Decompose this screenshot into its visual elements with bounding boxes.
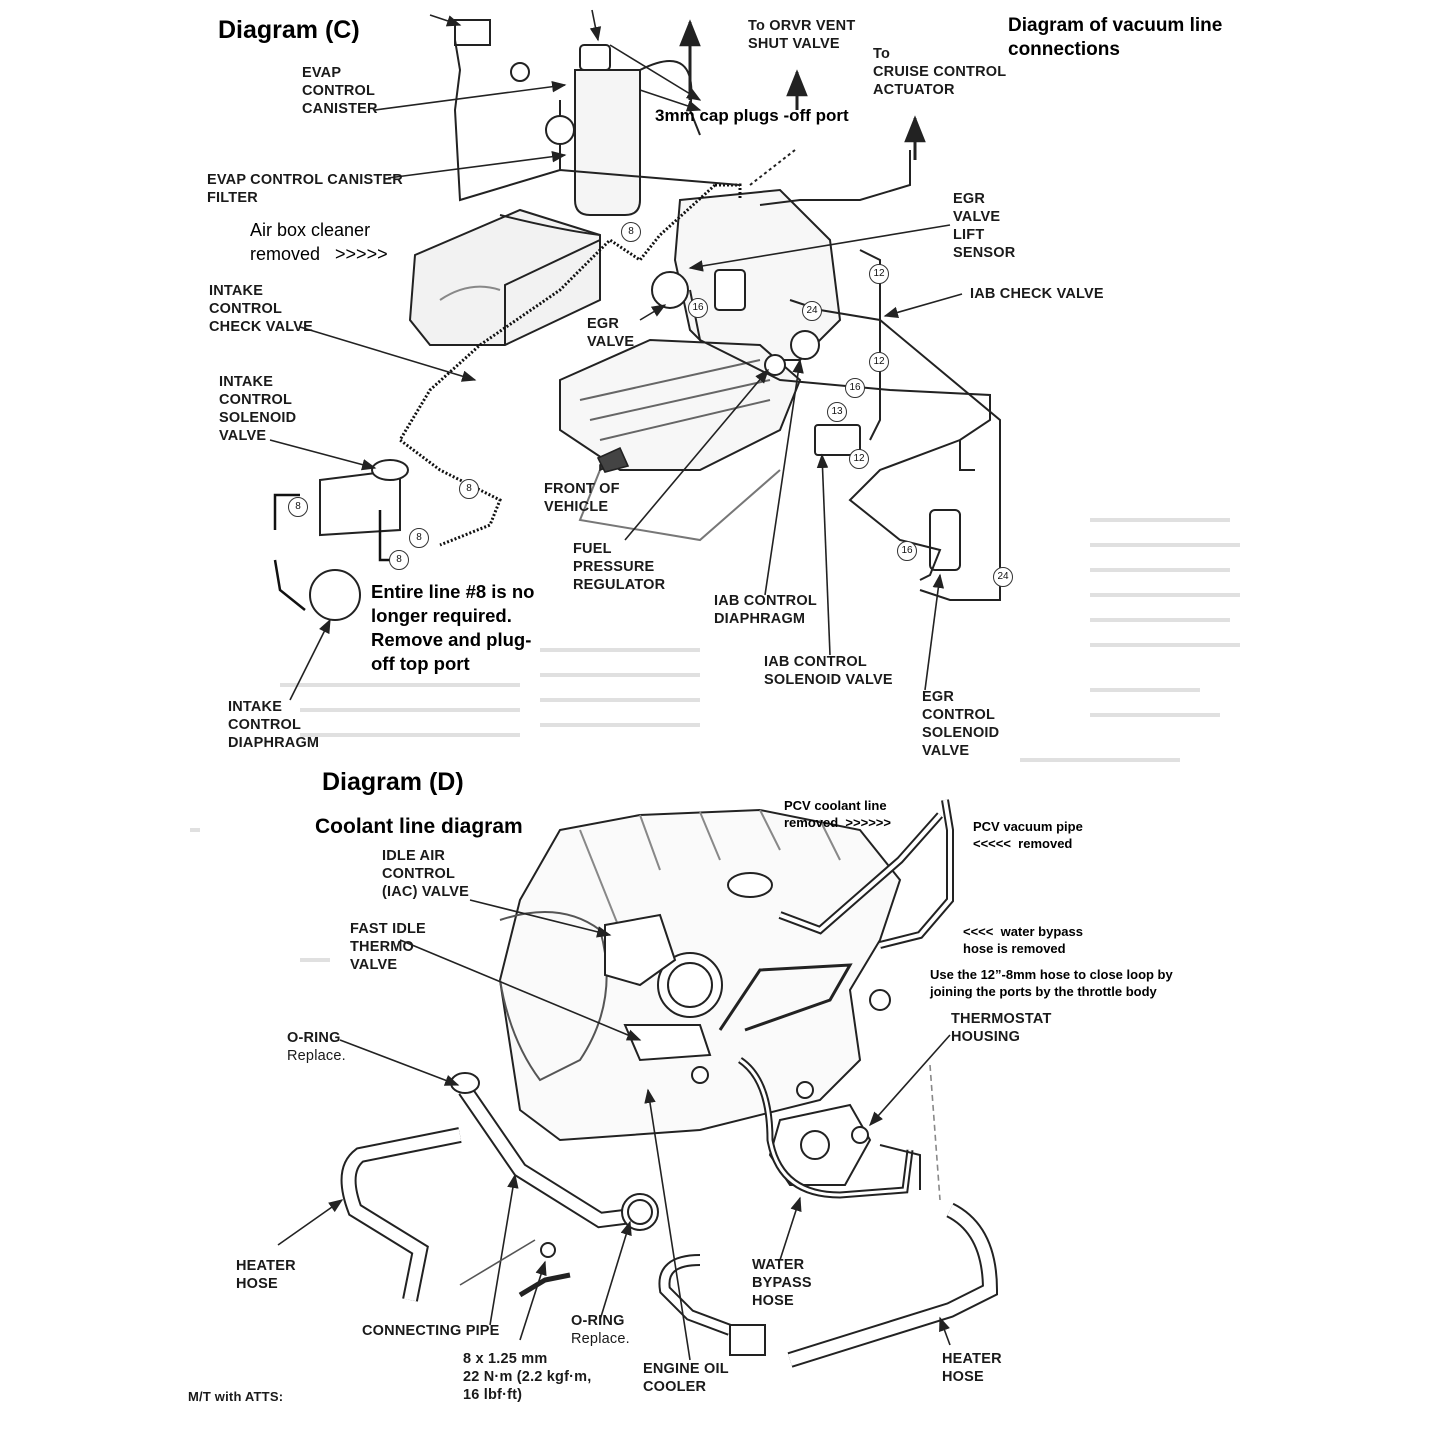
line-number: 12	[849, 449, 869, 469]
label-connecting-pipe: CONNECTING PIPE	[362, 1323, 500, 1339]
note-water-bypass-removed: <<<< water bypass hose is removed	[963, 924, 1083, 956]
label-fuel-reg: FUEL PRESSURE REGULATOR	[573, 541, 666, 593]
label-egr-lift: EGR VALVE LIFT SENSOR	[953, 191, 1016, 261]
note-pcv-vacuum: PCV vacuum pipe <<<<< removed	[973, 819, 1083, 851]
label-oring-2-replace: Replace.	[571, 1331, 630, 1347]
line-number: 16	[688, 298, 708, 318]
label-heater-hose-2: HEATER HOSE	[942, 1351, 1002, 1385]
diagram-d-arrows	[277, 899, 951, 1361]
label-evap-filter: EVAP CONTROL CANISTER FILTER	[207, 172, 403, 206]
line-number: 13	[827, 402, 847, 422]
label-evap-canister: EVAP CONTROL CANISTER	[302, 65, 378, 117]
label-oil-cooler: ENGINE OIL COOLER	[643, 1361, 729, 1395]
label-oring-2: O-RING	[571, 1313, 625, 1329]
evap-canister	[574, 69, 641, 216]
note-cap-plugs: 3mm cap plugs -off port	[655, 106, 849, 125]
label-egr-valve: EGR VALVE	[587, 316, 635, 350]
label-iab-solenoid: IAB CONTROL SOLENOID VALVE	[764, 654, 893, 688]
label-intake-check: INTAKE CONTROL CHECK VALVE	[209, 283, 313, 335]
label-thermostat: THERMOSTAT HOUSING	[951, 1011, 1052, 1045]
label-oring-1-replace: Replace.	[287, 1048, 346, 1064]
line-number: 24	[993, 567, 1013, 587]
line-number: 16	[845, 378, 865, 398]
diagram-c-title: Diagram (C)	[218, 16, 360, 44]
diagram-c-arrows	[269, 9, 963, 701]
line-number: 8	[288, 497, 308, 517]
line-number: 8	[409, 528, 429, 548]
label-intake-diaphragm: INTAKE CONTROL DIAPHRAGM	[228, 699, 320, 751]
egr-solenoid	[929, 509, 961, 571]
diagram-d-title: Diagram (D)	[322, 768, 464, 796]
faint-text-background	[190, 518, 1240, 962]
diagram-d-drawing	[340, 799, 999, 1368]
label-intake-solenoid: INTAKE CONTROL SOLENOID VALVE	[219, 374, 297, 444]
line-number: 8	[389, 550, 409, 570]
label-bolt-spec: 8 x 1.25 mm 22 N·m (2.2 kgf·m, 16 lbf·ft…	[463, 1351, 592, 1403]
iab-solenoid	[814, 424, 861, 456]
label-egr-solenoid: EGR CONTROL SOLENOID VALVE	[922, 689, 1000, 759]
diagram-c-heading: Diagram of vacuum line connections	[1008, 15, 1223, 60]
label-heater-hose-1: HEATER HOSE	[236, 1258, 296, 1292]
label-iab-check: IAB CHECK VALVE	[970, 286, 1104, 302]
note-use-hose: Use the 12”-8mm hose to close loop by jo…	[930, 967, 1173, 999]
label-iab-diaphragm: IAB CONTROL DIAPHRAGM	[714, 593, 817, 627]
diagram-c-drawing	[273, 19, 1001, 621]
note-pcv-coolant: PCV coolant line removed >>>>>>	[784, 798, 891, 830]
line-number: 12	[869, 352, 889, 372]
label-iac: IDLE AIR CONTROL (IAC) VALVE	[382, 848, 470, 900]
label-water-bypass: WATER BYPASS HOSE	[752, 1257, 812, 1309]
line-number: 12	[869, 264, 889, 284]
line-number: 24	[802, 301, 822, 321]
line-number: 16	[897, 541, 917, 561]
label-orvr: To ORVR VENT SHUT VALVE	[748, 18, 856, 52]
label-cruise: To CRUISE CONTROL ACTUATOR	[873, 46, 1007, 98]
label-oring-1: O-RING	[287, 1030, 341, 1046]
intake-diaphragm	[309, 569, 361, 621]
note-air-box: Air box cleaner removed >>>>>	[250, 220, 388, 264]
line-number: 8	[621, 222, 641, 242]
note-line8: Entire line #8 is no longer required. Re…	[371, 581, 535, 674]
air-box	[408, 208, 601, 346]
line-number: 8	[459, 479, 479, 499]
label-fast-idle: FAST IDLE THERMO VALVE	[350, 921, 426, 973]
diagram-d-subtitle: Coolant line diagram	[315, 815, 523, 838]
label-mt-atts: M/T with ATTS:	[188, 1389, 284, 1404]
label-front: FRONT OF VEHICLE	[544, 481, 620, 515]
